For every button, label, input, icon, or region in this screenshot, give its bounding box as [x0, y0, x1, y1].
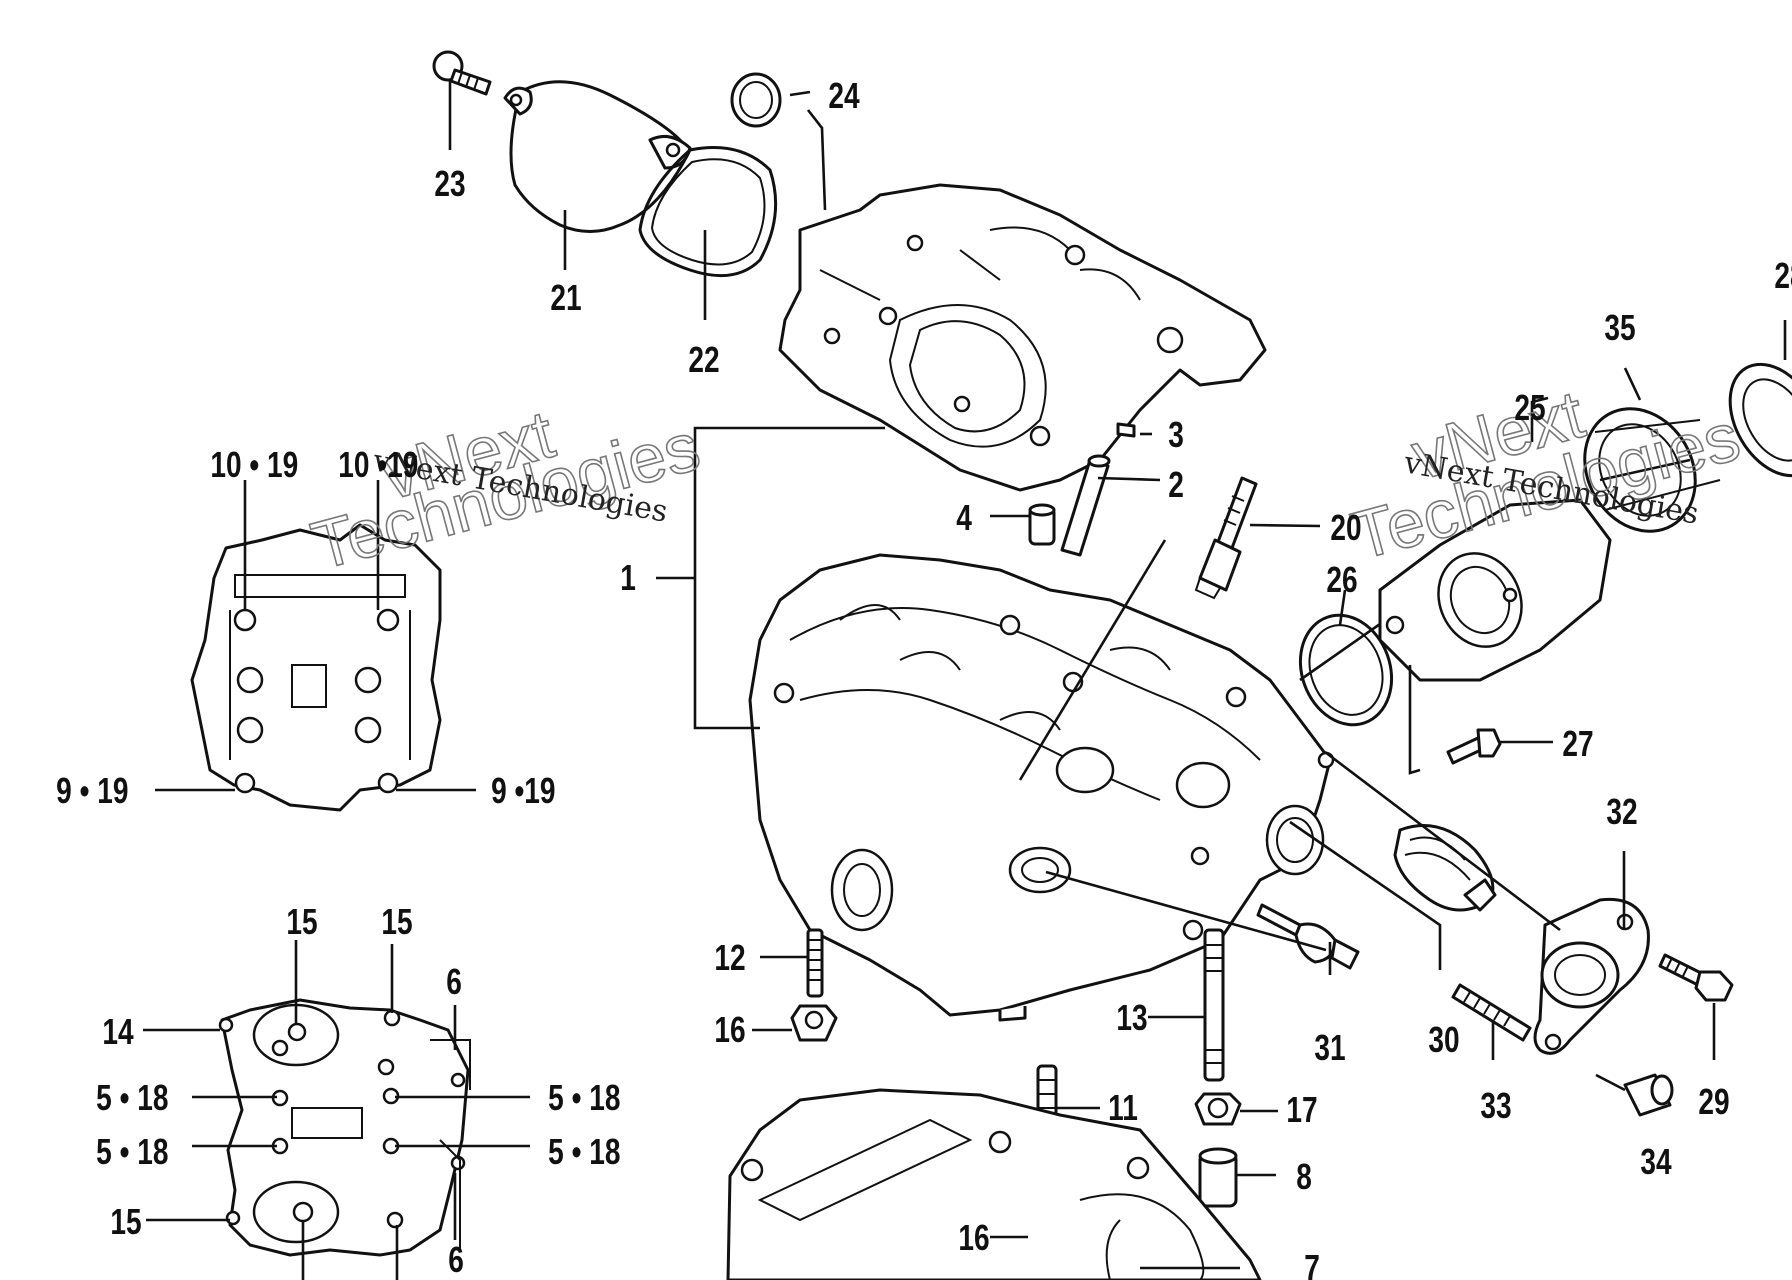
part-13-long-stud: [1203, 928, 1225, 1082]
callout-6-top: 6: [446, 962, 462, 1002]
callout-28: 28: [1774, 256, 1792, 296]
cylinder-head-block: [748, 553, 1335, 1022]
part-16-nut-a: [790, 1004, 838, 1042]
part-2-guide-pin: [1060, 454, 1111, 557]
callout-29: 29: [1698, 1082, 1729, 1122]
callout-3: 3: [1168, 415, 1184, 455]
callout-4: 4: [956, 498, 972, 538]
part-27-bolt: [1446, 728, 1502, 765]
callout-15-a: 15: [286, 902, 317, 942]
callout-9-19-right: 9 •19: [491, 771, 555, 811]
callout-14: 14: [102, 1012, 133, 1052]
callout-27: 27: [1562, 724, 1593, 764]
callout-6-bottom: 6: [448, 1240, 464, 1280]
part-22-gasket: [638, 146, 778, 278]
part-4-dowel: [1028, 503, 1056, 546]
callout-26: 26: [1326, 560, 1357, 600]
part-21-cover: [503, 80, 692, 233]
part-24-plug: [730, 72, 782, 128]
callout-21: 21: [550, 278, 581, 318]
part-28-hose: [1728, 362, 1792, 478]
part-29-bolt: [1658, 953, 1734, 1002]
part-32-housing: [1533, 897, 1650, 1055]
callout-13: 13: [1116, 998, 1147, 1038]
part-8-collar: [1198, 1147, 1238, 1208]
callout-35: 35: [1604, 308, 1635, 348]
watermark-left: vNext Technologies vNext Technologies: [303, 395, 708, 585]
part-12-stud: [806, 928, 824, 998]
upper-head-cover: [778, 183, 1267, 492]
callout-7: 7: [1304, 1248, 1320, 1280]
callout-22: 22: [688, 340, 719, 380]
callout-labels: 1 2 3 4 5 • 18 5 • 18 5 • 18 5 • 18 6 6 …: [56, 76, 1792, 1280]
callout-15-c: 15: [110, 1202, 141, 1242]
callout-5-18-left-1: 5 • 18: [96, 1078, 168, 1118]
part-3-clip: [1116, 422, 1136, 438]
part-20-spark-plug: [1194, 476, 1258, 600]
callout-30: 30: [1428, 1020, 1459, 1060]
callout-25: 25: [1514, 388, 1545, 428]
callout-10-19-left: 10 • 19: [210, 445, 298, 485]
callout-33: 33: [1480, 1086, 1511, 1126]
part-7-head-gasket: [726, 1088, 1262, 1280]
part-31-sensor: [1256, 903, 1360, 970]
part-34-collar: [1623, 1073, 1674, 1117]
callout-20: 20: [1330, 508, 1361, 548]
part-23-bolt: [432, 50, 492, 96]
callout-17: 17: [1286, 1090, 1317, 1130]
callout-23: 23: [434, 164, 465, 204]
callout-9-19-left: 9 • 19: [56, 771, 128, 811]
callout-5-18-left-2: 5 • 18: [96, 1132, 168, 1172]
callout-11: 11: [1108, 1088, 1138, 1128]
callout-10-19-right: 10 •19: [338, 445, 418, 485]
inset-head-bottom-view: [218, 998, 471, 1257]
callout-1: 1: [620, 558, 636, 598]
part-17-nut: [1194, 1092, 1242, 1126]
callout-32: 32: [1606, 792, 1637, 832]
callout-34: 34: [1640, 1142, 1671, 1182]
part-30-thermostat: [1393, 824, 1497, 912]
callout-5-18-right-1: 5 • 18: [548, 1078, 620, 1118]
callout-31: 31: [1314, 1028, 1345, 1068]
part-33-stud: [1451, 983, 1532, 1042]
leader-lines: [143, 80, 1787, 1280]
inset-head-top-view: [190, 523, 442, 812]
callout-24: 24: [828, 76, 859, 116]
callout-16-b: 16: [958, 1218, 989, 1258]
callout-2: 2: [1168, 465, 1184, 505]
callout-15-b: 15: [381, 902, 412, 942]
callout-12: 12: [714, 938, 745, 978]
callout-8: 8: [1296, 1157, 1312, 1197]
callout-5-18-right-2: 5 • 18: [548, 1132, 620, 1172]
part-25-intake-joint: [1378, 498, 1612, 682]
part-26-o-ring: [1298, 613, 1394, 727]
callout-16-a: 16: [714, 1010, 745, 1050]
